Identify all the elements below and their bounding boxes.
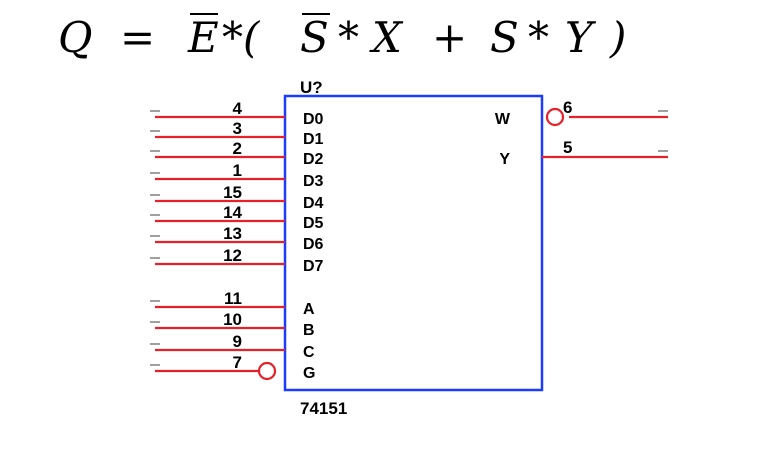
formula-op3: * [528, 13, 549, 62]
pin-number: 1 [233, 161, 242, 180]
pin-number: 5 [563, 138, 572, 157]
pin-number: 6 [563, 98, 572, 117]
pin-name: D2 [303, 151, 324, 168]
pin-number: 4 [233, 99, 243, 118]
pin-number: 10 [223, 310, 242, 329]
pin-number: 2 [233, 139, 242, 158]
pin-name: D0 [303, 111, 324, 128]
chip-ref: U? [300, 78, 323, 97]
formula-y: Y [565, 13, 597, 62]
pin-name: G [303, 365, 315, 382]
right-pin: 6W [495, 98, 668, 128]
pin-number: 11 [224, 289, 242, 308]
left-pin: 7G [150, 353, 315, 382]
pin-number: 14 [223, 203, 242, 222]
formula-s-bar: S [300, 13, 329, 62]
formula-lhs: Q [58, 13, 92, 62]
pin-number: 9 [233, 332, 242, 351]
formula-s: S [490, 13, 519, 62]
left-pin: 1D3 [150, 161, 324, 190]
inversion-bubble [545, 107, 565, 127]
formula-e: E [187, 13, 219, 62]
chip-part: 74151 [300, 399, 347, 418]
pin-name: D1 [303, 131, 324, 148]
formula-op2: * [338, 13, 359, 62]
pin-number: 12 [223, 246, 242, 265]
formula-plus: + [432, 13, 467, 62]
formula-eq: = [120, 13, 155, 62]
pin-name: D3 [303, 173, 324, 190]
pin-name: D6 [303, 236, 324, 253]
pin-number: 15 [223, 183, 242, 202]
left-pin: 9C [150, 332, 315, 361]
formula-close: ) [609, 13, 626, 62]
inversion-bubble [257, 361, 277, 381]
right-pin: 5Y [499, 138, 668, 168]
pin-name: B [303, 322, 315, 339]
left-pin: 11A [150, 289, 315, 318]
pin-name: Y [499, 151, 510, 168]
pin-name: D5 [303, 215, 324, 232]
formula-x: X [369, 13, 404, 62]
formula-op1: *( [222, 13, 261, 62]
chip-body [283, 94, 544, 392]
pin-name: C [303, 344, 315, 361]
left-pin: 3D1 [150, 119, 324, 148]
pin-number: 13 [223, 224, 242, 243]
pin-name: W [495, 111, 511, 128]
left-pin: 4D0 [150, 99, 324, 128]
pin-number: 7 [233, 353, 242, 372]
pin-name: D7 [303, 258, 324, 275]
pin-name: A [303, 301, 315, 318]
pin-number: 3 [233, 119, 242, 138]
left-pin: 2D2 [150, 139, 324, 168]
formula: Q = E *( S * X + S * Y ) [58, 13, 626, 62]
left-pin: 10B [150, 310, 315, 339]
pin-name: D4 [303, 195, 324, 212]
svg-text:Q = E *(: Q = E *( S * X + S * Y ) [58, 13, 626, 62]
